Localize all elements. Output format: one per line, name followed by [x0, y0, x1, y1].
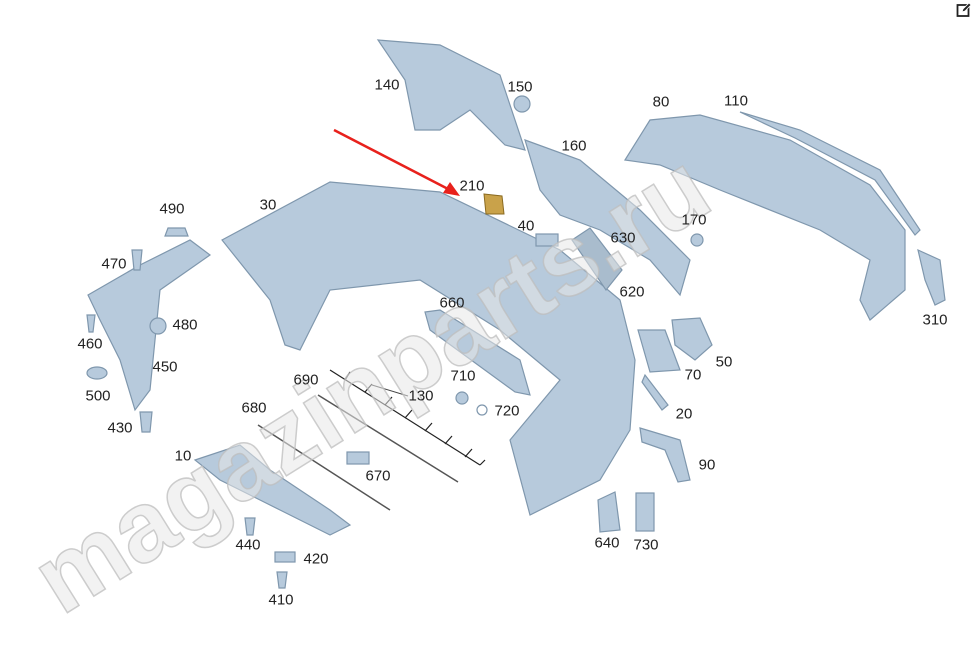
part-30-bumper-cover: [221, 181, 636, 516]
callout-720[interactable]: 720: [494, 402, 520, 420]
callout-20[interactable]: 20: [675, 405, 693, 423]
part-110-trim: [739, 111, 921, 236]
callout-50[interactable]: 50: [715, 353, 733, 371]
callout-420[interactable]: 420: [303, 550, 329, 568]
edit-icon[interactable]: [956, 2, 972, 18]
callout-110[interactable]: 110: [724, 92, 748, 110]
part-140-bracket: [376, 39, 526, 151]
part-40: [535, 233, 559, 247]
part-420: [274, 551, 296, 563]
part-720: [476, 404, 488, 416]
callout-150[interactable]: 150: [507, 78, 533, 96]
part-310: [917, 248, 946, 306]
part-80-diffuser: [624, 114, 906, 321]
leader-130: [371, 384, 409, 397]
callout-90[interactable]: 90: [698, 456, 716, 474]
part-90: [639, 427, 691, 483]
part-50: [671, 317, 713, 361]
callout-730[interactable]: 730: [633, 536, 659, 554]
callout-40[interactable]: 40: [517, 217, 535, 235]
part-640: [597, 491, 621, 533]
callout-170[interactable]: 170: [681, 211, 707, 229]
callout-490[interactable]: 490: [159, 200, 185, 218]
callout-70[interactable]: 70: [684, 366, 702, 384]
part-500: [86, 366, 108, 380]
callout-440[interactable]: 440: [235, 536, 261, 554]
part-670: [346, 451, 370, 465]
part-210-highlighted: [483, 193, 505, 215]
callout-460[interactable]: 460: [77, 335, 103, 353]
callout-710[interactable]: 710: [450, 367, 476, 385]
cable-690: [317, 394, 459, 483]
harness-130: [329, 369, 486, 466]
part-470: [131, 249, 143, 271]
callout-160[interactable]: 160: [561, 137, 587, 155]
part-430: [139, 411, 153, 433]
part-410: [276, 571, 288, 589]
part-440: [244, 517, 256, 536]
part-150: [513, 95, 531, 113]
callout-690[interactable]: 690: [293, 371, 319, 389]
callout-480[interactable]: 480: [172, 316, 198, 334]
callout-310[interactable]: 310: [922, 311, 948, 329]
callout-620[interactable]: 620: [619, 283, 645, 301]
part-170: [690, 233, 704, 247]
part-710: [455, 391, 469, 405]
part-10-carrier: [193, 444, 352, 536]
callout-140[interactable]: 140: [374, 76, 400, 94]
callout-640[interactable]: 640: [594, 534, 620, 552]
part-450-bracket: [87, 239, 212, 412]
part-460: [86, 314, 96, 333]
part-620-grille: [571, 227, 623, 292]
part-70: [637, 329, 681, 373]
callout-210[interactable]: 210: [459, 177, 485, 195]
part-160-carrier: [524, 139, 691, 297]
part-480: [149, 317, 167, 335]
callout-80[interactable]: 80: [652, 93, 670, 111]
callout-670[interactable]: 670: [365, 467, 391, 485]
callout-680[interactable]: 680: [241, 399, 267, 417]
callout-410[interactable]: 410: [268, 591, 294, 609]
callout-450[interactable]: 450: [152, 358, 178, 376]
part-490: [164, 227, 189, 237]
callout-470[interactable]: 470: [101, 255, 127, 273]
callout-660[interactable]: 660: [439, 294, 465, 312]
callout-130[interactable]: 130: [408, 387, 434, 405]
part-730: [635, 492, 655, 532]
callout-430[interactable]: 430: [107, 419, 133, 437]
part-20: [641, 373, 669, 411]
callout-500[interactable]: 500: [85, 387, 111, 405]
part-660-strip: [424, 309, 531, 396]
callout-630[interactable]: 630: [610, 229, 636, 247]
callout-10[interactable]: 10: [174, 447, 192, 465]
callout-30[interactable]: 30: [259, 196, 277, 214]
cable-680: [257, 424, 391, 511]
red-arrow: [333, 128, 460, 196]
